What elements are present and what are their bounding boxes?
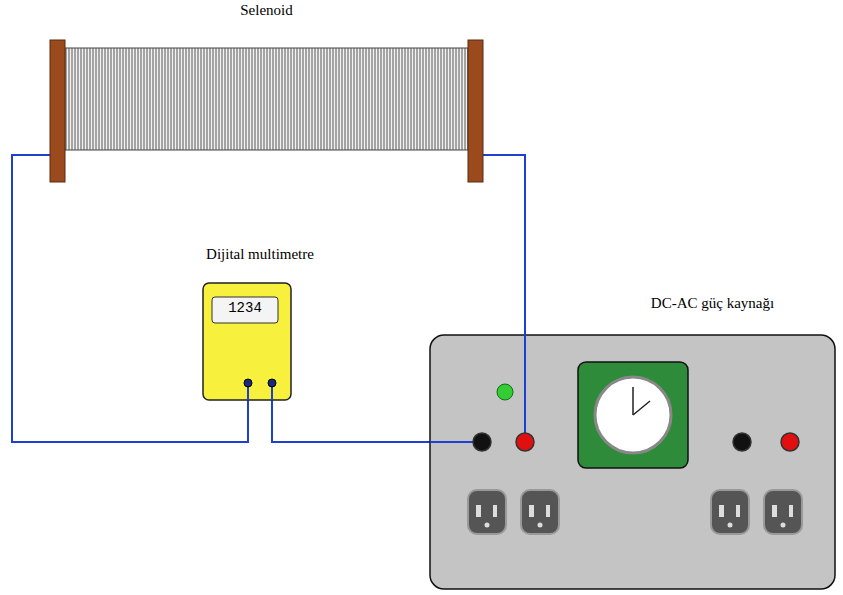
supply-housing xyxy=(430,335,835,589)
analog-dial xyxy=(595,377,671,453)
output-terminal xyxy=(733,433,751,451)
connecting-wire xyxy=(483,155,525,285)
lead-wire xyxy=(524,285,526,442)
multimeter-body xyxy=(203,283,291,400)
multimeter: Dijital multimetre 1234 xyxy=(190,238,330,400)
power-outlet xyxy=(521,490,559,534)
input-jack xyxy=(244,379,252,387)
meter-panel xyxy=(578,362,688,468)
display-reading: 1234 xyxy=(212,300,278,316)
output-terminal xyxy=(473,433,491,451)
coil-flange xyxy=(468,40,483,182)
multimeter-drawing xyxy=(190,238,330,400)
output-terminal xyxy=(781,433,799,451)
coil-winding xyxy=(65,48,468,150)
solenoid-title: Selenoid xyxy=(50,2,483,19)
power-outlet xyxy=(711,490,749,534)
multimeter-display xyxy=(212,297,278,323)
dial-needle xyxy=(633,401,650,415)
input-jack xyxy=(268,379,276,387)
output-terminal xyxy=(516,433,534,451)
power-supply: DC-AC güç kaynağı xyxy=(430,285,835,590)
connecting-wire xyxy=(272,400,430,442)
coil-flange xyxy=(50,40,65,182)
power-outlet xyxy=(468,490,506,534)
power-supply-title: DC-AC güç kaynağı xyxy=(600,295,825,312)
dial-needle xyxy=(632,387,634,415)
solenoid: Selenoid xyxy=(50,0,483,182)
power-outlet xyxy=(764,490,802,534)
solenoid-drawing xyxy=(50,0,483,182)
power-led xyxy=(497,384,513,400)
multimeter-title: Dijital multimetre xyxy=(190,246,330,263)
power-supply-drawing xyxy=(430,285,835,590)
